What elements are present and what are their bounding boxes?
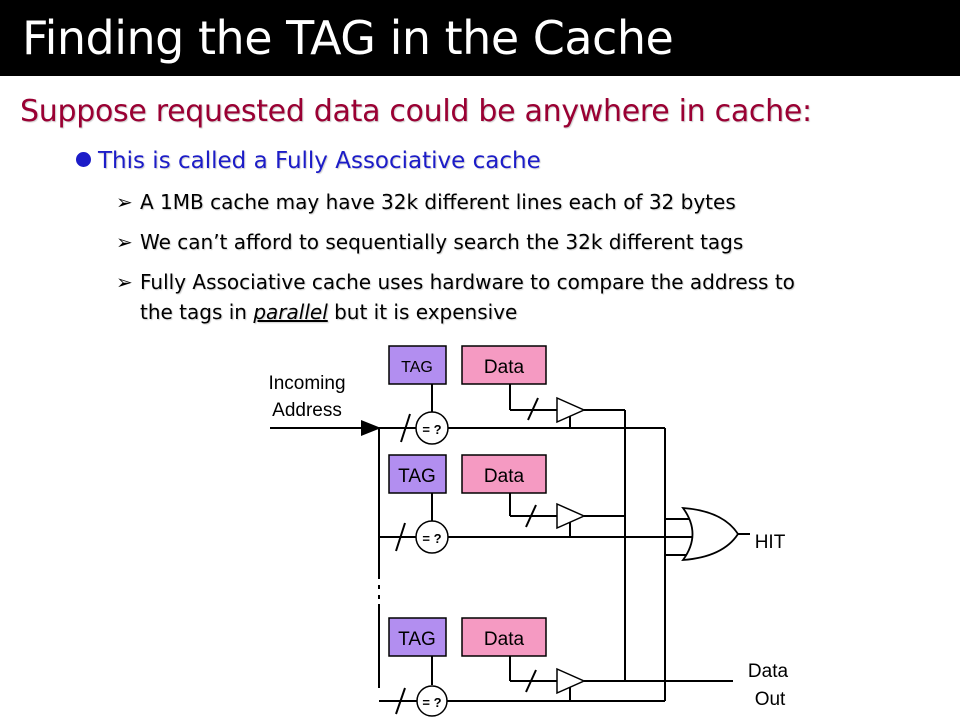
bus-slash <box>400 413 411 443</box>
comparator-label: = ? <box>422 422 441 437</box>
parallel-emphasis: parallel <box>253 300 328 324</box>
data-slash <box>525 504 537 528</box>
comparator-label: = ? <box>422 531 441 546</box>
sub-bullet-3-line2: the tags in parallel but it is expensive <box>140 298 517 326</box>
arrow-bullet-icon: ➢ <box>116 230 133 254</box>
data-out-label-2: Out <box>755 689 786 710</box>
line2-post: but it is expensive <box>327 300 518 324</box>
data-box <box>461 454 547 494</box>
data-label: Data <box>484 357 525 378</box>
data-box <box>461 345 547 385</box>
heading-text: Suppose requested data could be anywhere… <box>20 94 812 129</box>
tag-box <box>388 454 447 494</box>
tag-label: TAG <box>398 466 436 487</box>
tag-box <box>388 617 447 657</box>
bus-slash <box>395 522 406 552</box>
tag-label: TAG <box>398 629 436 650</box>
bullet-dot-icon <box>76 152 91 167</box>
bullet-fully-associative: This is called a Fully Associative cache <box>98 148 541 174</box>
data-slash <box>527 397 539 421</box>
data-label: Data <box>484 466 525 487</box>
arrow-bullet-icon: ➢ <box>116 270 133 294</box>
sub-bullet-3-line1: Fully Associative cache uses hardware to… <box>140 270 795 294</box>
line2-pre: the tags in <box>140 300 254 324</box>
data-box <box>461 617 547 657</box>
tag-label: TAG <box>401 359 433 376</box>
data-out-label-1: Data <box>748 661 789 682</box>
bus-slash <box>395 687 406 715</box>
tag-box <box>388 345 447 385</box>
data-label: Data <box>484 629 525 650</box>
incoming-label: Incoming <box>268 373 345 394</box>
title-bar: Finding the TAG in the Cache <box>0 0 960 76</box>
slide-title: Finding the TAG in the Cache <box>22 11 674 65</box>
data-slash <box>525 669 537 693</box>
address-label: Address <box>272 400 342 421</box>
arrow-bullet-icon: ➢ <box>116 190 133 214</box>
hit-label: HIT <box>755 532 786 553</box>
or-gate <box>681 506 740 562</box>
sub-bullet-1: A 1MB cache may have 32k different lines… <box>140 190 736 214</box>
sub-bullet-2: We can’t afford to sequentially search t… <box>140 230 744 254</box>
comparator-label: = ? <box>422 695 441 710</box>
